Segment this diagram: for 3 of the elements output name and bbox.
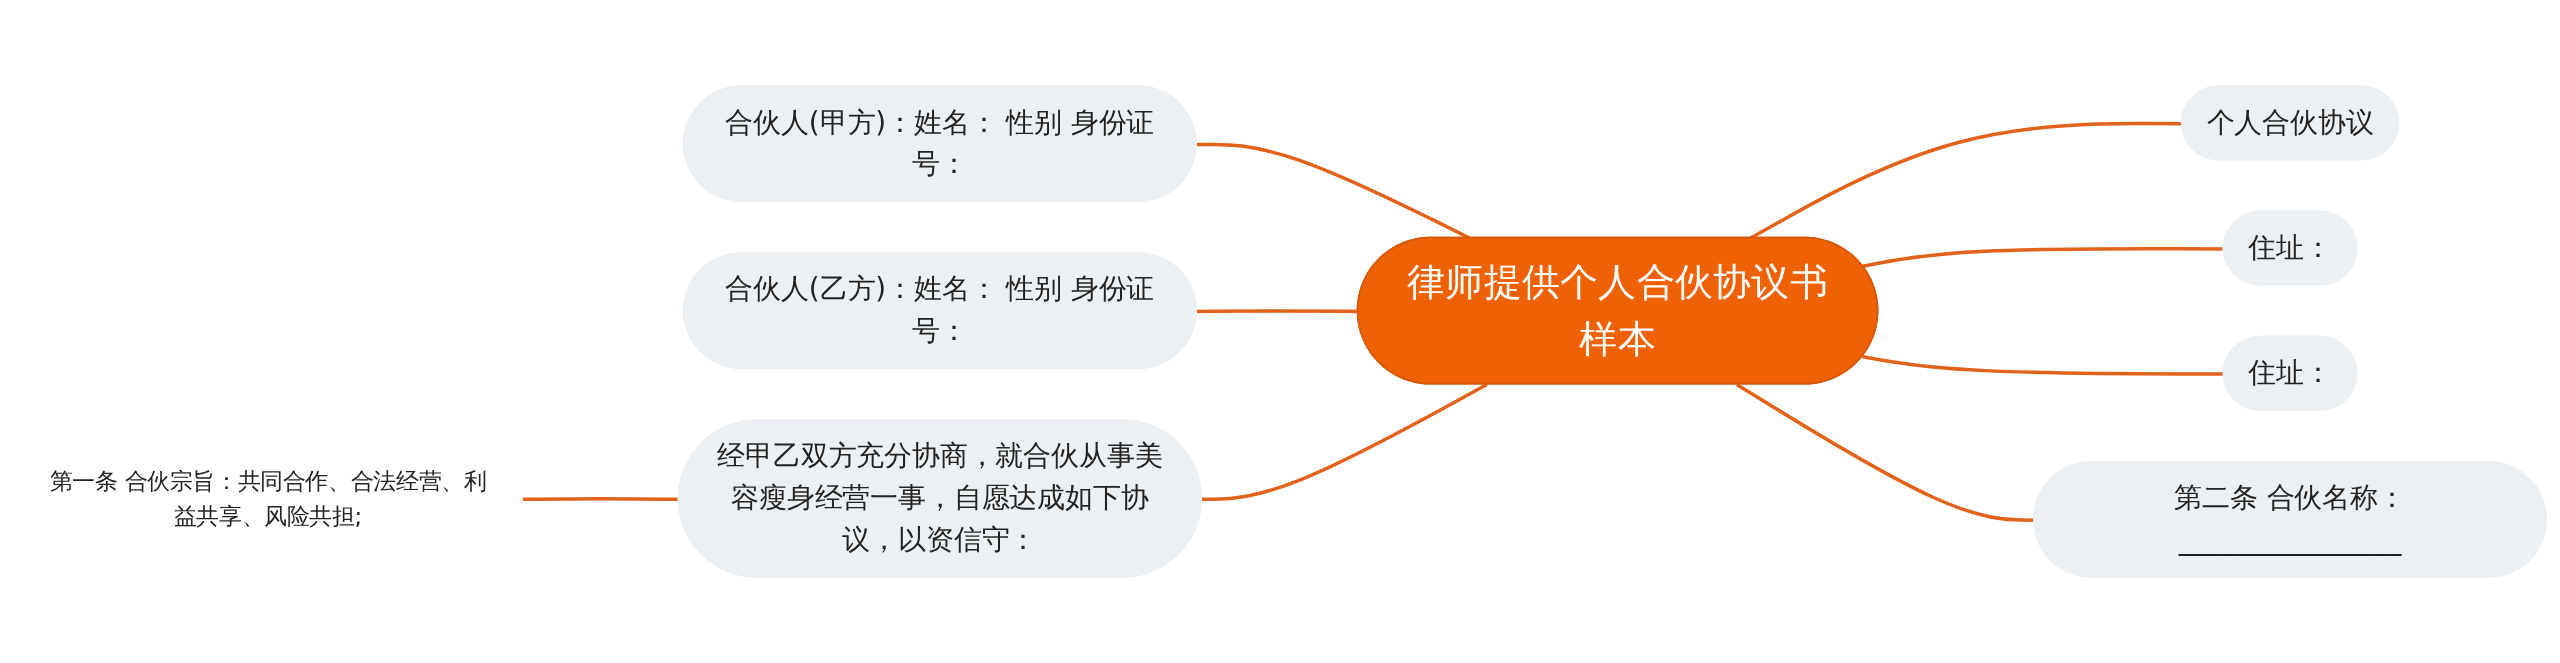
node-text: 第一条 合伙宗旨：共同合作、合法经营、利益共享、风险共担; (49, 468, 487, 529)
connector (1735, 383, 2035, 522)
connector (1201, 383, 1488, 502)
